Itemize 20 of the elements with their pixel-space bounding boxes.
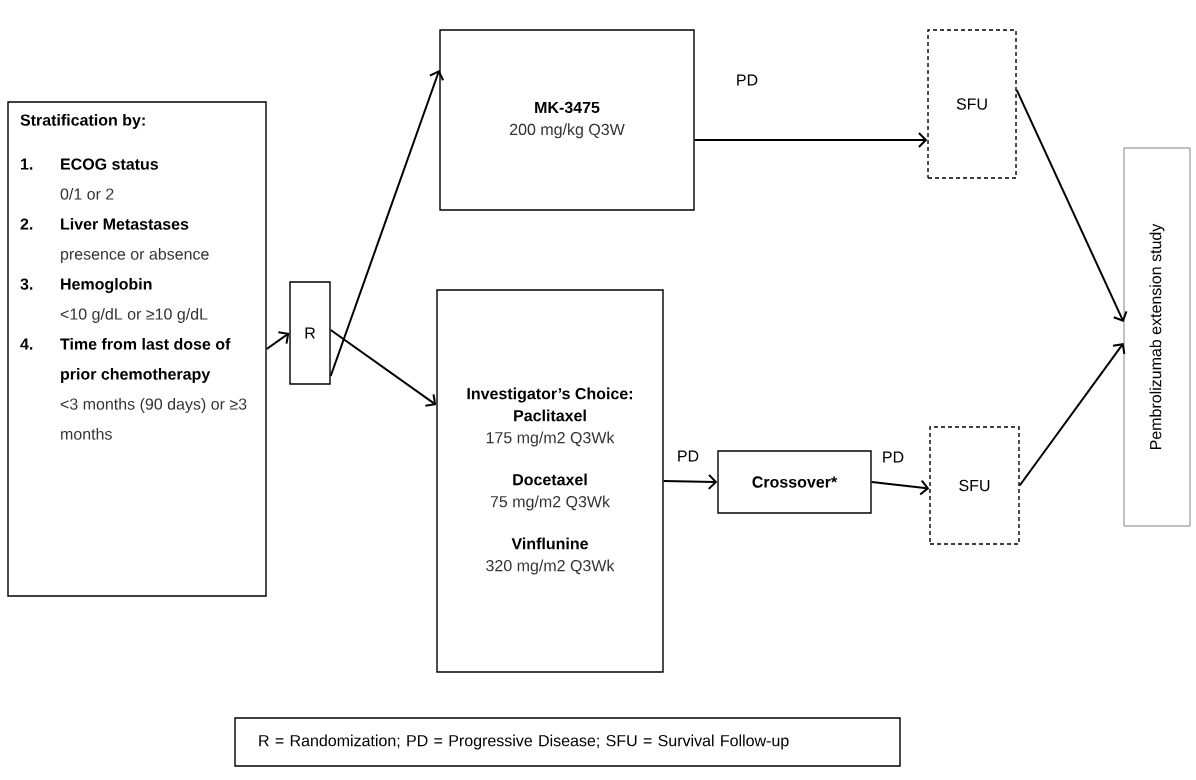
edge-label: PD (734, 73, 760, 87)
arrow (1018, 343, 1126, 487)
arrow (329, 329, 437, 407)
treatment-box: Investigator’s Choice: Paclitaxel 175 mg/m2 Q3Wk Docetaxel 75 mg/m2 Q3Wk Vinflunine 320 mg/m2 Q3Wk (436, 289, 664, 673)
randomization-box: R (289, 281, 331, 385)
crossover-box: Crossover* (717, 450, 872, 514)
arrow (329, 70, 445, 377)
follow-up-box: SFU (929, 426, 1020, 545)
stratification-box: Stratification by: 1. ECOG status 0/1 or 2 2. Liver Metastases presence or absence 3. Hemoglobin <10 g/dL or ≥10 g/dL 4. Time from last dose of prior chemotherapy <3 months (90 days) or ≥3 months (7, 101, 267, 597)
edge-label: PD (880, 450, 906, 464)
edge-label: PD (675, 449, 701, 463)
arrow (662, 473, 718, 490)
arrow (1015, 89, 1128, 322)
arrow (693, 132, 928, 148)
note-box: R = Randomization; PD = Progressive Disease; SFU = Survival Follow-up (234, 717, 901, 767)
arrow (265, 331, 290, 350)
follow-up-box: SFU (927, 29, 1017, 179)
extension-study-box: Pembrolizumab extension study (1123, 147, 1191, 527)
arrow (870, 479, 930, 496)
treatment-box: MK-3475 200 mg/kg Q3W (439, 29, 695, 211)
